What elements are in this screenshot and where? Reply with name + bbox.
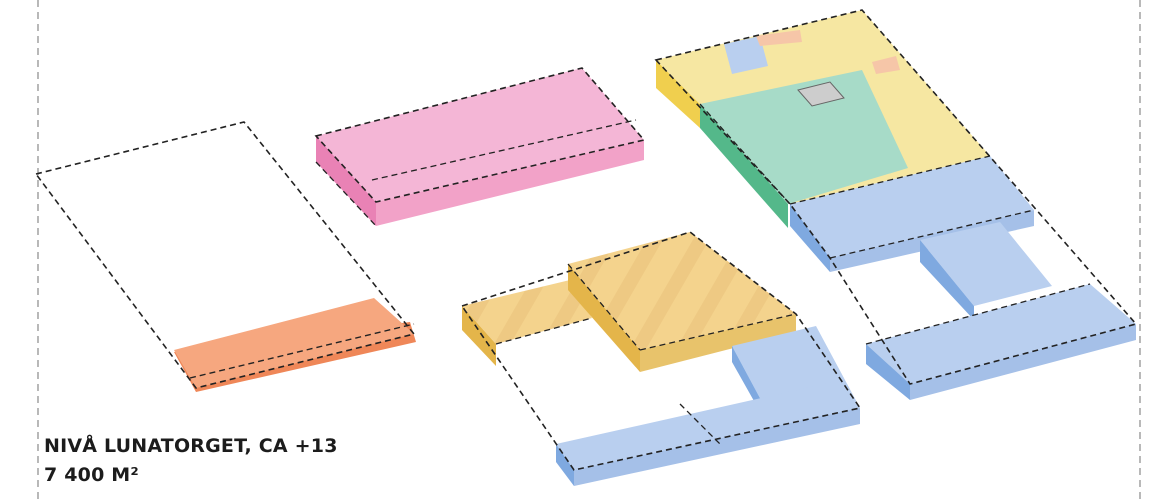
area-label: 7 400 M² xyxy=(44,464,139,486)
gold-zone-left-side xyxy=(462,306,496,366)
block-south-outline xyxy=(460,231,862,471)
grey-box xyxy=(797,81,845,107)
caption: NIVÅ LUNATORGET, CA +13 7 400 M² xyxy=(44,432,338,490)
block-west-outline xyxy=(34,121,416,389)
block-pink xyxy=(314,67,646,227)
gold-zone-left xyxy=(462,280,592,344)
pink-zone-front xyxy=(376,140,644,226)
green-zone-side xyxy=(700,104,788,228)
gold-zone-right-side xyxy=(568,264,640,372)
block-south xyxy=(460,231,862,486)
blue-zone-bottom xyxy=(556,380,860,470)
orange-box-top xyxy=(756,30,802,46)
gold-zone-right xyxy=(568,232,796,350)
orange-box-right xyxy=(872,56,900,74)
block-west xyxy=(34,121,416,392)
blue-zone-southeast xyxy=(866,284,1136,384)
block-east xyxy=(654,9,1138,400)
pink-zone-side xyxy=(316,136,376,226)
level-label: NIVÅ LUNATORGET, CA +13 xyxy=(44,435,338,457)
yellow-zone-side xyxy=(656,60,700,128)
blue-zone-east xyxy=(790,156,1034,258)
pink-zone xyxy=(316,68,644,202)
orange-zone xyxy=(174,298,414,388)
block-east-outline xyxy=(654,9,1138,385)
green-zone xyxy=(700,70,908,204)
blue-zone-connector xyxy=(920,222,1052,306)
blue-box-top xyxy=(724,36,768,74)
